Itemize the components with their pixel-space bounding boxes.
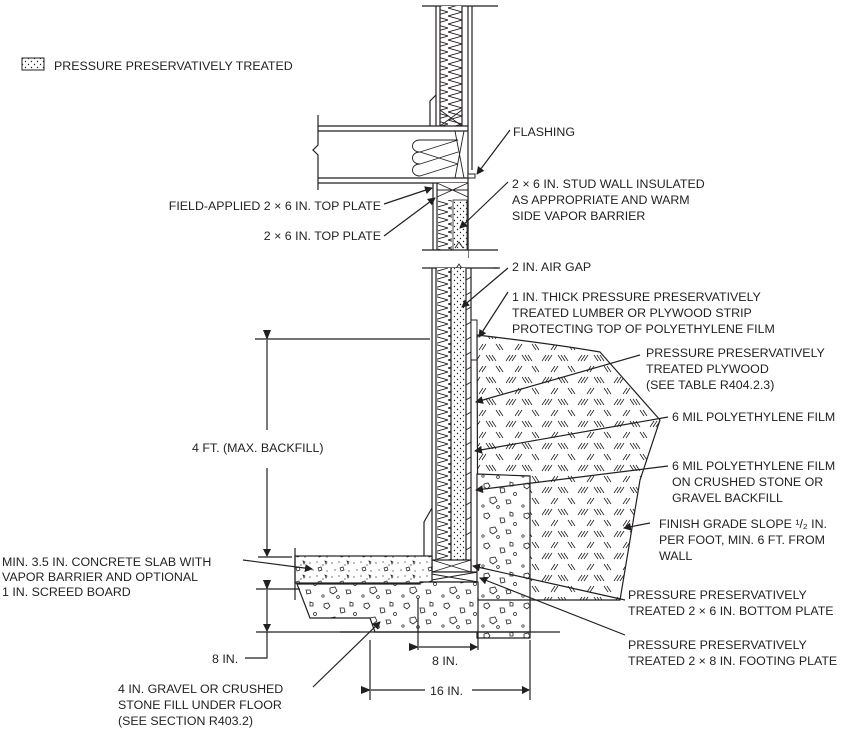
- svg-text:PRESSURE PRESERVATIVELY: PRESSURE PRESERVATIVELY: [628, 638, 807, 652]
- callout-top-plate: 2 × 6 IN. TOP PLATE: [264, 229, 381, 243]
- legend: PRESSURE PRESERVATIVELY TREATED: [21, 57, 293, 73]
- svg-text:STONE FILL UNDER FLOOR: STONE FILL UNDER FLOOR: [118, 698, 282, 712]
- svg-text:(SEE SECTION R403.2): (SEE SECTION R403.2): [118, 714, 253, 728]
- svg-text:PROTECTING TOP OF POLYETHYLENE: PROTECTING TOP OF POLYETHYLENE FILM: [512, 322, 775, 336]
- callout-gravel-fill: 4 IN. GRAVEL OR CRUSHED STONE FILL UNDER…: [118, 682, 283, 728]
- legend-swatch-icon: [21, 57, 45, 71]
- callout-slab: MIN. 3.5 IN. CONCRETE SLAB WITH VAPOR BA…: [2, 555, 211, 599]
- dimension-label-backfill: 4 FT. (MAX. BACKFILL): [192, 441, 324, 455]
- callout-bottom-plate: PRESSURE PRESERVATIVELY TREATED 2 × 6 IN…: [628, 588, 834, 618]
- svg-text:1 IN. SCREED BOARD: 1 IN. SCREED BOARD: [2, 585, 131, 599]
- dimension-backfill: 4 FT. (MAX. BACKFILL): [192, 330, 430, 558]
- svg-text:2 IN. AIR GAP: 2 IN. AIR GAP: [512, 260, 591, 274]
- svg-text:GRAVEL BACKFILL: GRAVEL BACKFILL: [672, 491, 783, 505]
- callout-flashing: FLASHING: [513, 125, 575, 139]
- svg-text:MIN. 3.5 IN. CONCRETE SLAB WIT: MIN. 3.5 IN. CONCRETE SLAB WITH: [2, 555, 211, 569]
- svg-text:FLASHING: FLASHING: [513, 125, 575, 139]
- svg-text:SIDE VAPOR BARRIER: SIDE VAPOR BARRIER: [512, 209, 645, 223]
- svg-text:TREATED PLYWOOD: TREATED PLYWOOD: [646, 362, 769, 376]
- callout-poly-film: 6 MIL POLYETHYLENE FILM: [672, 410, 835, 424]
- lower-wall: [419, 263, 498, 583]
- svg-text:TREATED LUMBER OR PLYWOOD STRI: TREATED LUMBER OR PLYWOOD STRIP: [512, 306, 752, 320]
- svg-text:WALL: WALL: [659, 549, 692, 563]
- svg-text:PRESSURE PRESERVATIVELY: PRESSURE PRESERVATIVELY: [646, 346, 825, 360]
- svg-text:4 IN. GRAVEL OR CRUSHED: 4 IN. GRAVEL OR CRUSHED: [118, 682, 283, 696]
- svg-text:(SEE TABLE R404.2.3): (SEE TABLE R404.2.3): [646, 378, 774, 392]
- svg-text:6 MIL POLYETHYLENE FILM: 6 MIL POLYETHYLENE FILM: [672, 410, 835, 424]
- callout-poly-gravel: 6 MIL POLYETHYLENE FILM ON CRUSHED STONE…: [672, 459, 835, 505]
- concrete-slab: [294, 555, 433, 584]
- dimension-footing-width: 16 IN.: [361, 684, 530, 698]
- callout-plywood: PRESSURE PRESERVATIVELY TREATED PLYWOOD …: [646, 346, 825, 392]
- callout-footing-plate: PRESSURE PRESERVATIVELY TREATED 2 × 8 IN…: [628, 638, 837, 668]
- dimension-label-gravel: 8 IN.: [212, 652, 238, 666]
- svg-text:6 MIL POLYETHYLENE FILM: 6 MIL POLYETHYLENE FILM: [672, 459, 835, 473]
- svg-text:VAPOR BARRIER AND OPTIONAL: VAPOR BARRIER AND OPTIONAL: [2, 570, 198, 584]
- svg-text:TREATED 2 × 8 IN. FOOTING PLAT: TREATED 2 × 8 IN. FOOTING PLATE: [628, 654, 837, 668]
- gravel-fill: [296, 581, 531, 633]
- svg-text:TREATED 2 × 6 IN. BOTTOM PLATE: TREATED 2 × 6 IN. BOTTOM PLATE: [628, 604, 834, 618]
- svg-text:AS APPROPRIATE AND WARM: AS APPROPRIATE AND WARM: [512, 193, 690, 207]
- svg-text:PER FOOT, MIN. 6 FT. FROM: PER FOOT, MIN. 6 FT. FROM: [659, 533, 825, 547]
- callout-finish-grade: FINISH GRADE SLOPE ¹/₂ IN. PER FOOT, MIN…: [659, 517, 827, 563]
- callout-stud-wall: 2 × 6 IN. STUD WALL INSULATED AS APPROPR…: [512, 177, 705, 223]
- svg-text:1 IN. THICK PRESSURE PRESERVAT: 1 IN. THICK PRESSURE PRESERVATIVELY: [512, 290, 761, 304]
- callout-air-gap: 2 IN. AIR GAP: [512, 260, 591, 274]
- dimension-gravel-depth: 8 IN.: [212, 580, 360, 666]
- upper-wall: [312, 5, 498, 258]
- svg-text:PRESSURE PRESERVATIVELY: PRESSURE PRESERVATIVELY: [628, 588, 807, 602]
- dimension-label-footing: 16 IN.: [430, 684, 463, 698]
- dimension-label-plate: 8 IN.: [432, 654, 458, 668]
- svg-text:FINISH GRADE SLOPE ¹/₂ IN.: FINISH GRADE SLOPE ¹/₂ IN.: [659, 517, 827, 531]
- svg-text:2 × 6 IN. STUD WALL INSULATED: 2 × 6 IN. STUD WALL INSULATED: [512, 177, 705, 191]
- svg-text:ON CRUSHED STONE OR: ON CRUSHED STONE OR: [672, 475, 823, 489]
- callout-strip: 1 IN. THICK PRESSURE PRESERVATIVELY TREA…: [512, 290, 775, 336]
- legend-label: PRESSURE PRESERVATIVELY TREATED: [54, 59, 293, 73]
- leader-lines: [242, 129, 669, 688]
- dimension-plate-width: 8 IN.: [409, 643, 478, 668]
- svg-text:2 × 6 IN. TOP PLATE: 2 × 6 IN. TOP PLATE: [264, 229, 381, 243]
- svg-text:FIELD-APPLIED 2 × 6 IN. TOP PL: FIELD-APPLIED 2 × 6 IN. TOP PLATE: [169, 199, 381, 213]
- callout-field-top-plate: FIELD-APPLIED 2 × 6 IN. TOP PLATE: [169, 199, 381, 213]
